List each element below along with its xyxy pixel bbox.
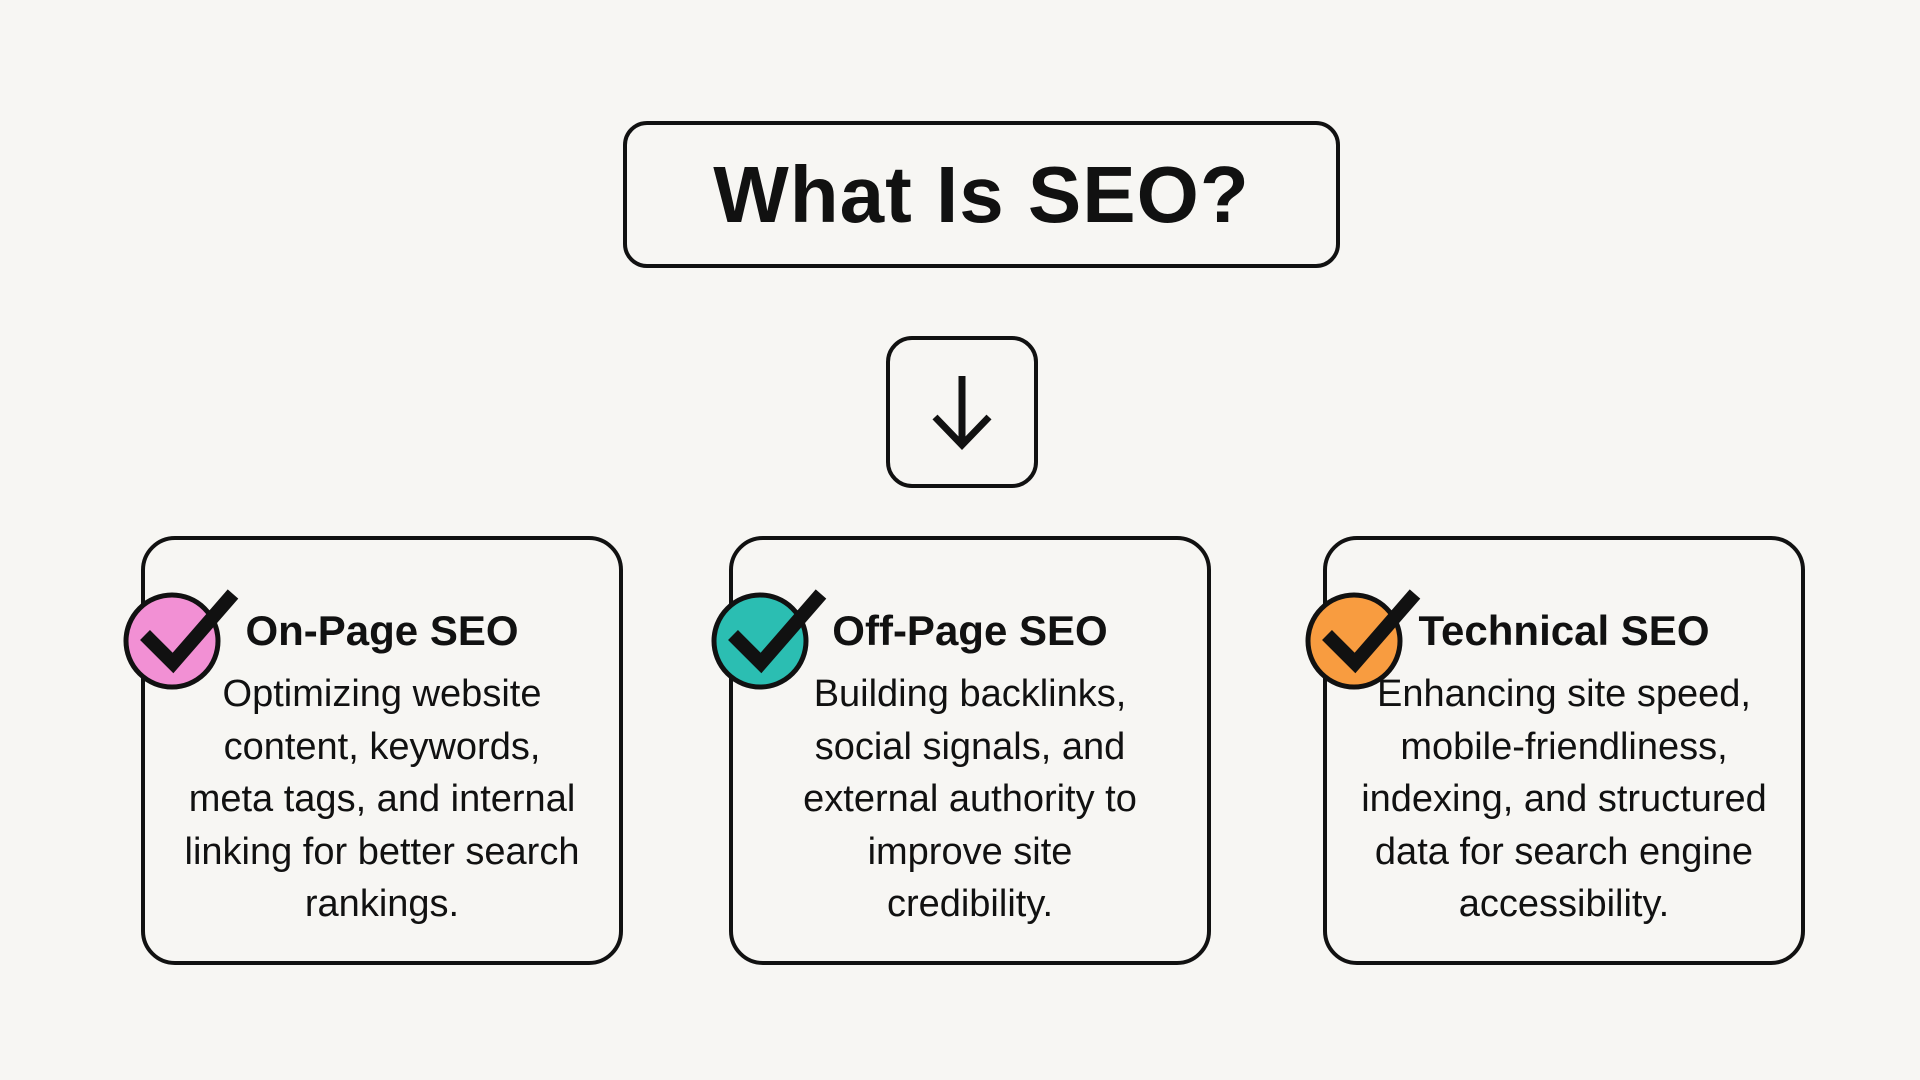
card-off-page-seo: Off-Page SEO Building backlinks, social … bbox=[711, 536, 1211, 965]
card-heading: Technical SEO bbox=[1418, 607, 1710, 654]
card-body-text: Optimizing website content, keywords, me… bbox=[184, 673, 580, 925]
card-technical-seo: Technical SEO Enhancing site speed, mobi… bbox=[1305, 536, 1805, 965]
card-body-text: Building backlinks, social signals, and … bbox=[803, 673, 1137, 925]
title-box: What Is SEO? bbox=[623, 121, 1340, 268]
card-heading: Off-Page SEO bbox=[832, 607, 1108, 654]
down-arrow-icon bbox=[932, 376, 992, 451]
card-body-text: Enhancing site speed, mobile-friendlines… bbox=[1361, 673, 1767, 925]
card-heading: On-Page SEO bbox=[245, 607, 519, 654]
page-title: What Is SEO? bbox=[713, 149, 1250, 239]
down-arrow-box bbox=[886, 336, 1038, 488]
card-on-page-seo: On-Page SEO Optimizing website content, … bbox=[123, 536, 623, 965]
